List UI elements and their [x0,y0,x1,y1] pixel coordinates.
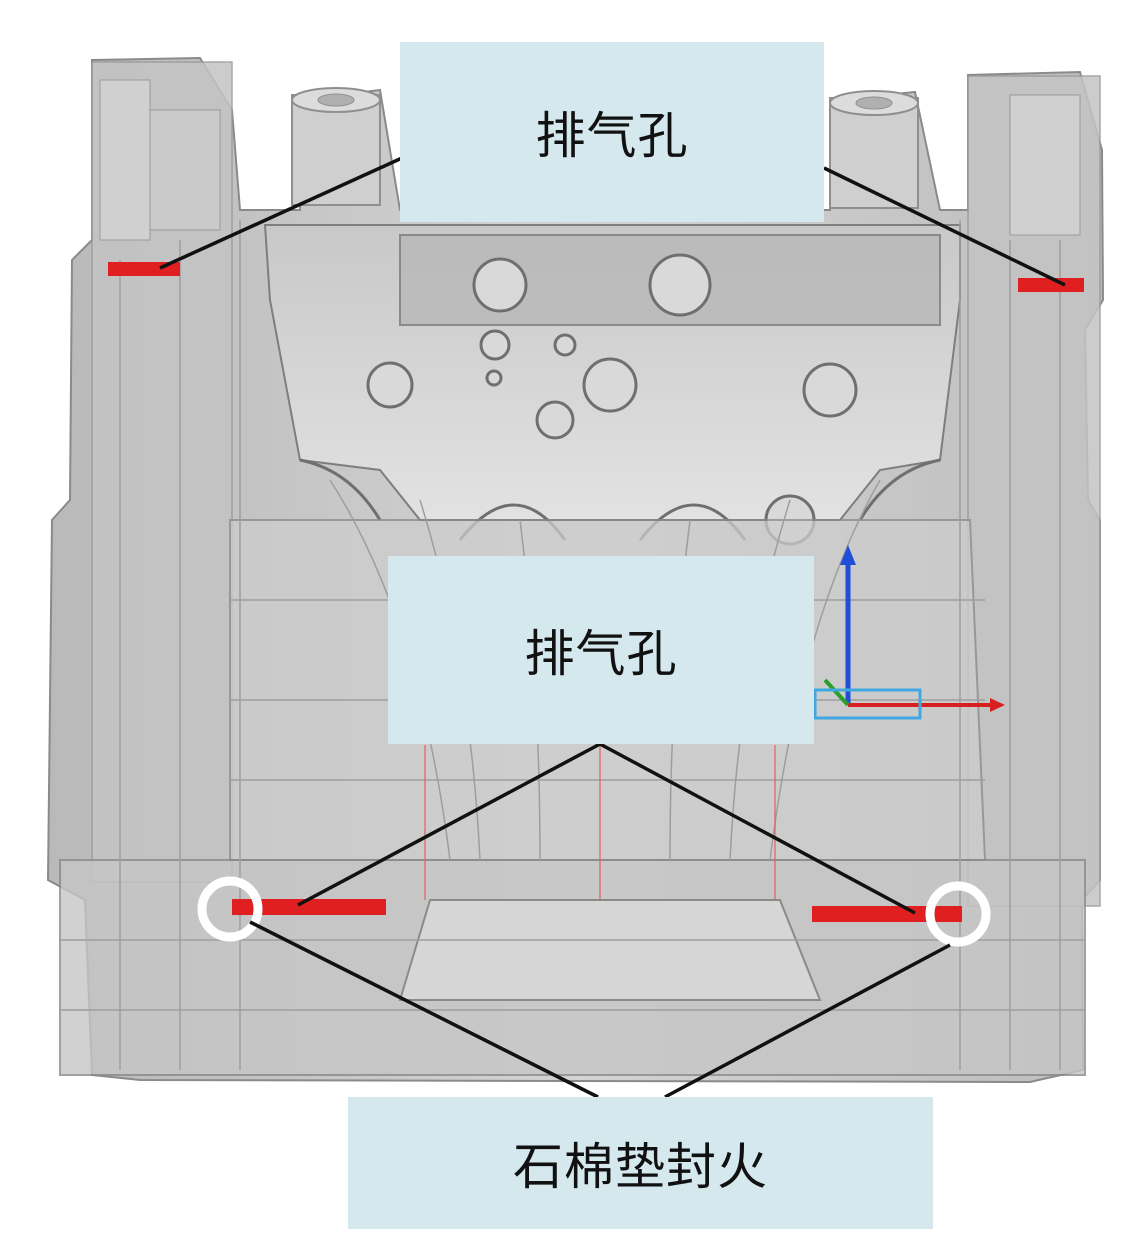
vent-label-top-text: 排气孔 [535,107,689,165]
vent-label-middle: 排气孔 [388,556,814,744]
seal-rings [197,876,991,947]
vent-marker-bottom-right [812,906,962,922]
seal-ring-left [197,876,263,942]
top-boss-right [829,90,919,209]
seal-ring-right [925,881,991,947]
vent-marker-top-right [1018,278,1084,292]
seal-label-text: 石棉垫封火 [513,1138,768,1196]
coordinate-axes [813,545,1005,720]
seal-label: 石棉垫封火 [348,1097,933,1229]
leader-lines [159,156,1066,1099]
mold-body [46,56,1105,1084]
vent-label-top: 排气孔 [400,42,824,222]
vent-marker-bottom-left [232,899,386,915]
vent-label-middle-text: 排气孔 [524,625,678,683]
